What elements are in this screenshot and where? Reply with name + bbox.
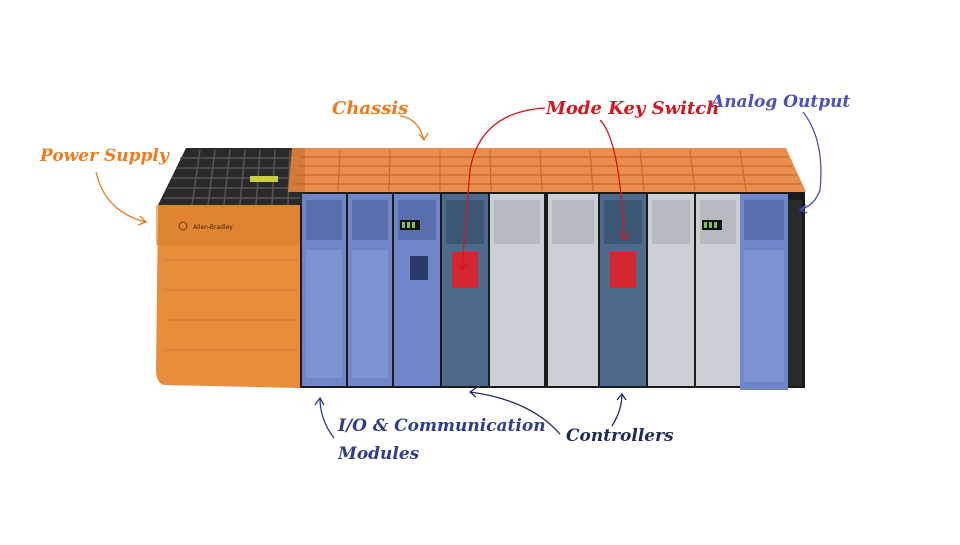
analog-output-module <box>740 194 788 390</box>
label-mode-key-switch: Mode Key Switch <box>546 98 720 119</box>
chassis <box>288 148 806 192</box>
label-io-modules: I/O & Communication Modules <box>338 412 546 468</box>
arrow-chassis <box>399 115 425 141</box>
comm-module <box>394 194 440 386</box>
label-power-supply: Power Supply <box>40 146 169 166</box>
arrow-io-modules <box>319 397 335 439</box>
end-cap <box>788 200 802 386</box>
label-io-line2: Modules <box>338 444 420 464</box>
io-module-1 <box>302 194 346 386</box>
key-switch-1 <box>452 252 478 288</box>
brand-label: Allen-Bradley <box>193 224 233 231</box>
label-analog-output: Analog Output <box>711 92 851 112</box>
controller-1 <box>442 194 488 386</box>
io-module-gray-2 <box>548 194 598 386</box>
arrow-controllers-2 <box>611 393 623 427</box>
io-module-2 <box>348 194 392 386</box>
io-module-gray-1 <box>490 194 544 386</box>
label-io-line1: I/O & Communication <box>338 416 546 436</box>
arrow-controllers-1 <box>469 391 561 435</box>
arrow-analog-output <box>799 111 822 211</box>
arrow-power-supply <box>95 171 147 223</box>
power-supply-vent <box>158 148 305 206</box>
label-chassis: Chassis <box>332 98 409 119</box>
key-switch-2 <box>610 252 636 288</box>
label-controllers: Controllers <box>566 426 674 446</box>
arrow-mode-key-1 <box>461 107 546 271</box>
arrow-mode-key-2 <box>599 119 625 241</box>
io-module-gray-3 <box>648 194 694 386</box>
io-module-gray-4 <box>696 194 740 386</box>
power-supply: Allen-Bradley <box>156 205 300 388</box>
